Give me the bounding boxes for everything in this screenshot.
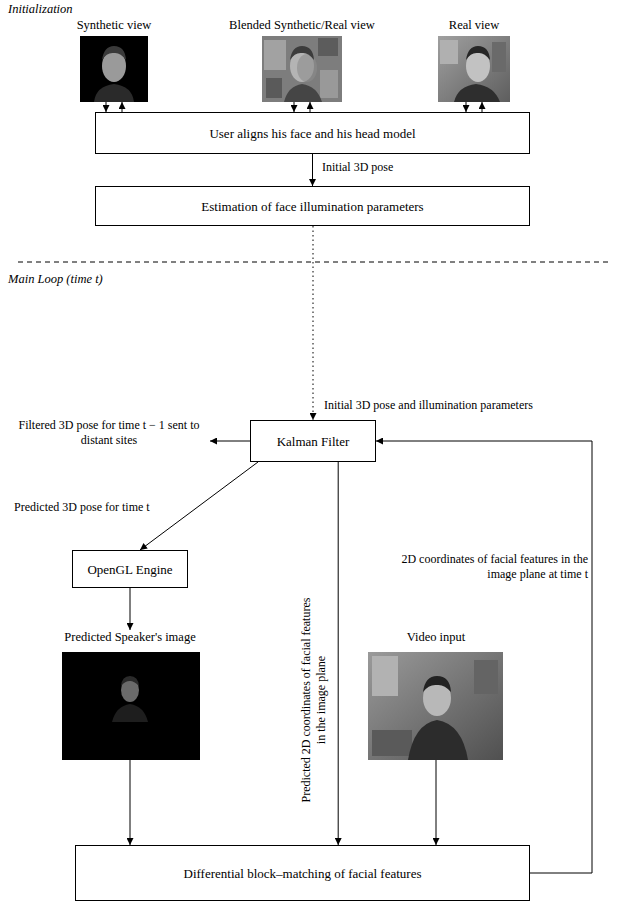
real-image [438,36,510,102]
connector-arrow [310,102,311,112]
box-label: Kalman Filter [269,434,358,449]
synthetic-image [80,36,148,102]
image-title: Blended Synthetic/Real view [222,18,382,33]
output-arrow [210,441,250,442]
process-box: OpenGL Engine [72,550,188,588]
connector-arrow [312,154,313,186]
predicted-image [62,652,200,760]
section-divider [18,262,612,263]
image-title: Video input [360,630,512,645]
box-label: User aligns his face and his head model [201,126,423,141]
image-panel: Real view [424,18,524,102]
blended-image [262,36,342,102]
connector-arrow [294,102,295,112]
edge-label: Initial 3D pose [320,160,395,175]
image-title: Synthetic view [64,18,164,33]
connector-arrow [130,760,131,845]
box-label: OpenGL Engine [79,562,180,577]
edge-label: 2D coordinates of facial features in the… [398,552,590,582]
connector-arrow [130,588,131,630]
connector-arrow [482,102,483,112]
connector-arrow [106,102,107,112]
connector-arrow [436,760,437,845]
image-panel: Blended Synthetic/Real view [222,18,382,102]
section-title: Main Loop (time t) [6,272,105,287]
image-panel: Predicted Speaker's image [40,630,220,760]
output-note: Filtered 3D pose for time t − 1 sent to … [12,418,206,448]
edge-label: Predicted 2D coordinates of facial featu… [299,593,329,807]
edge-label: Initial 3D pose and illumination paramet… [322,398,535,413]
image-panel: Video input [360,630,512,760]
process-box: User aligns his face and his head model [95,112,530,154]
box-label: Estimation of face illumination paramete… [193,199,431,214]
connector-arrow [313,226,314,420]
image-title: Real view [424,18,524,33]
connector-arrow [376,441,592,873]
box-label: Differential block–matching of facial fe… [176,866,430,881]
connector-arrow [466,102,467,112]
image-title: Predicted Speaker's image [40,630,220,645]
section-title: Initialization [6,2,75,17]
image-panel: Synthetic view [64,18,164,102]
connector-arrow [140,462,258,550]
process-box: Differential block–matching of facial fe… [75,845,530,901]
connector-arrow [338,462,339,845]
connector-arrow [122,102,123,112]
process-box: Kalman Filter [250,420,376,462]
video-image [368,652,503,760]
process-box: Estimation of face illumination paramete… [95,186,530,226]
edge-label: Predicted 3D pose for time t [12,500,152,515]
